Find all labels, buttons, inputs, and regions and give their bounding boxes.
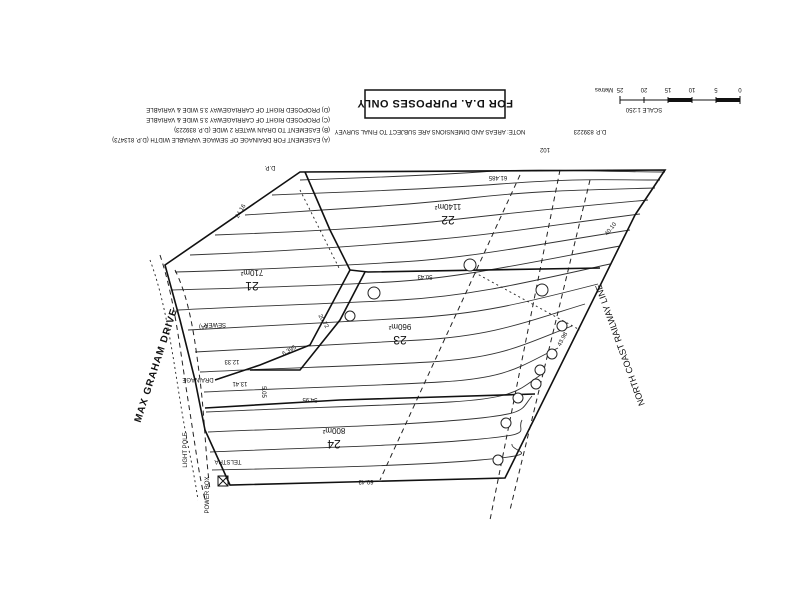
lot-21-area: 710m² [240, 268, 263, 277]
dimension-label: 12.33 [224, 358, 240, 364]
railway-label: NORTH COAST RAILWAY LINE [593, 283, 646, 408]
legend-item-b: (B) EASEMENT TO DRAIN WATER 2 WIDE (D.P.… [174, 126, 330, 132]
lot-102-label: 102 [539, 146, 550, 152]
lot-23: 23 960m² [388, 322, 411, 347]
power-box-label: POWER BOX [205, 476, 211, 513]
trees [344, 258, 568, 466]
scale-title: SCALE 1:250 [625, 106, 662, 112]
scale-tick-0: 0 [738, 86, 742, 92]
lot-21-number: 21 [245, 279, 259, 293]
lot-22: 22 1140m² [434, 202, 461, 227]
tree-icon [344, 310, 356, 322]
lot-21: 21 710m² [240, 268, 263, 293]
tree-icon [512, 392, 524, 404]
legend: (A) EASEMENT FOR DRAINAGE OF SEWAGE VARI… [112, 106, 330, 142]
lot-boundaries [164, 169, 667, 486]
tree-icon [500, 417, 512, 429]
dimension-label: 54.95 [302, 396, 318, 402]
tree-icon [492, 454, 504, 466]
road-name: MAX GRAHAM DRIVE [133, 307, 180, 424]
scale-unit: Metres [595, 86, 613, 92]
road-name-group: MAX GRAHAM DRIVE [133, 307, 180, 424]
lot-23-area: 960m² [388, 322, 411, 331]
easements [149, 169, 591, 521]
scale-tick-15: 15 [664, 86, 671, 92]
light-pole-label: LIGHT POLE [183, 432, 189, 467]
contour-lines [171, 169, 666, 471]
tree-icon [534, 364, 546, 376]
dimension-label: 50.43 [417, 273, 433, 279]
tree-icon [546, 348, 558, 360]
sewer-label: SEWER [203, 321, 226, 327]
dp-number: D.P. 839223 [573, 128, 606, 134]
lot-24: 24 800m² [322, 426, 345, 451]
stamp-text: FOR D.A. PURPOSES ONLY [357, 97, 513, 109]
stamp-box [364, 89, 506, 119]
lot-22-number: 22 [441, 213, 455, 227]
railway-label-group: NORTH COAST RAILWAY LINE [593, 283, 646, 408]
scale-tick-5: 5 [714, 86, 718, 92]
legend-item-c: (C) PROPOSED RIGHT OF CARRIAGEWAY 3.5 WI… [146, 116, 330, 122]
lot-22-area: 1140m² [434, 202, 461, 211]
lot-23-number: 23 [393, 333, 407, 347]
dimension-label: 13.41 [232, 380, 248, 386]
scale-tick-10: 10 [688, 86, 695, 92]
scale-tick-20: 20 [640, 86, 647, 92]
telstra-label: TELSTRA [214, 458, 241, 464]
power-box-icon [217, 475, 229, 487]
tree-icon [367, 286, 381, 300]
dimension-label: 5.05 [260, 386, 266, 398]
tree-icon [463, 258, 477, 272]
dimension-label: 40.10 [604, 221, 618, 237]
dimension-label: 61.485 [488, 174, 507, 180]
stamp-group: FOR D.A. PURPOSES ONLY [357, 89, 513, 119]
dimension-label: 24.16 [235, 203, 248, 220]
side-annotations: SEWER (A) DRAINAGE LIGHT POLE POWER BOX … [182, 321, 241, 514]
dimension-label: 43.98 [557, 331, 570, 348]
dimension-label: 60.43 [358, 478, 374, 484]
tree-icon [535, 283, 549, 297]
tree-icon [530, 378, 542, 390]
legend-item-d: (D) PROPOSED RIGHT OF CARRIAGEWAY 3.5 WI… [146, 106, 330, 112]
drainage-label: DRAINAGE [182, 376, 213, 382]
scale-tick-25: 25 [616, 86, 623, 92]
dp-label: D.P. [264, 164, 275, 170]
tree-icon [556, 320, 568, 332]
scale-bar: 0 5 10 15 20 25 Metres SCALE 1:250 [595, 86, 742, 112]
note-text: NOTE: AREAS AND DIMENSIONS ARE SUBJECT T… [335, 128, 526, 134]
legend-item-a: (A) EASEMENT FOR DRAINAGE OF SEWAGE VARI… [112, 136, 330, 142]
easement-marker: (A) [199, 323, 207, 329]
lot-24-area: 800m² [322, 426, 345, 435]
lot-24-number: 24 [327, 437, 341, 451]
